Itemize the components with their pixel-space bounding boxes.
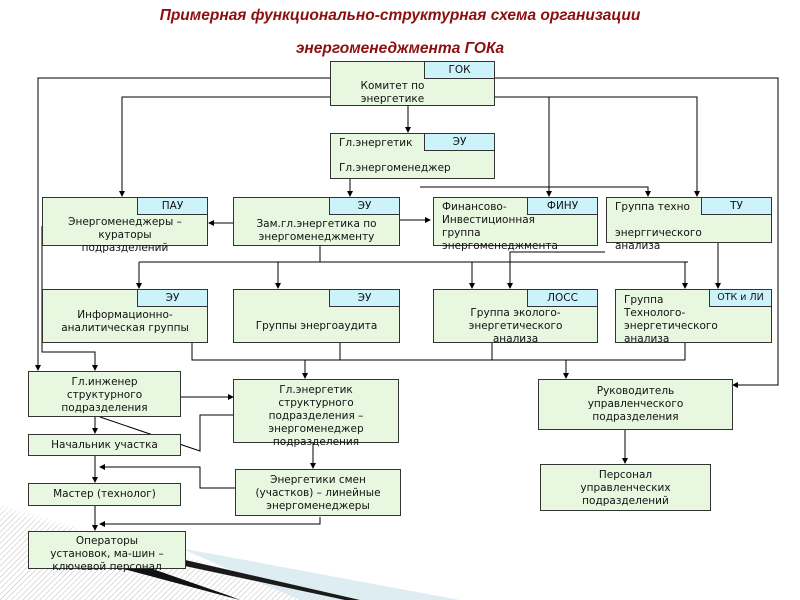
box-label: Гл.энергетик структурного подразделения …: [268, 384, 364, 448]
connector: [99, 517, 321, 527]
box-info-analytic-group[interactable]: ЭУ Информационно- аналитическая группы: [42, 289, 208, 343]
tag-loss: ЛОСС: [527, 290, 597, 307]
box-label: Группы энергоаудита: [255, 320, 378, 332]
box-deputy-chief-energy[interactable]: ЭУ Зам.гл.энергетика по энергоменеджмент…: [233, 197, 400, 246]
tag-eu: ЭУ: [329, 198, 399, 215]
box-eco-energy-analysis-group[interactable]: ЛОСС Группа эколого- энергетического ана…: [433, 289, 598, 345]
connector: [99, 464, 235, 489]
connector: [191, 343, 686, 361]
box-tech-energy-analysis-group[interactable]: ОТК и ЛИ Группа Технолого- энергетическо…: [615, 289, 772, 345]
diagram-title-line2: энергоменеджмента ГОКа: [295, 40, 505, 57]
box-label: Финансово- Инвестиционная группа энергом…: [442, 201, 558, 252]
box-label-line1: Гл.энергетик: [339, 137, 413, 149]
connector: [35, 77, 330, 371]
connector: [119, 96, 330, 197]
box-techno-energy-analysis-group[interactable]: ТУ Группа техно энерггического анализа: [606, 197, 772, 252]
box-label-line1: Группа техно: [615, 201, 690, 213]
box-label: Гл.инженер структурного подразделения: [61, 376, 148, 414]
tag-finu: ФИНУ: [527, 198, 597, 215]
box-label: Энергоменеджеры – кураторы подразделений: [68, 216, 182, 254]
box-label: Информационно- аналитическая группы: [61, 309, 189, 334]
box-master-technologist[interactable]: Мастер (технолог): [28, 483, 181, 506]
tag-eu: ЭУ: [424, 134, 494, 151]
box-section-head[interactable]: Начальник участка: [28, 434, 181, 456]
box-label: Руководитель управленческого подразделен…: [587, 385, 684, 423]
box-label: Начальник участка: [51, 439, 158, 451]
box-label: Группа Технолого- энергетического анализ…: [624, 294, 718, 345]
box-energy-committee[interactable]: ГОК Комитет по энергетике: [330, 61, 495, 106]
connector: [494, 96, 700, 197]
box-label: Энергетики смен (участков) – линейные эн…: [255, 474, 381, 512]
tag-otk-li: ОТК и ЛИ: [709, 290, 771, 307]
diagram-title-line1: Примерная функционально-структурная схем…: [159, 7, 641, 24]
box-label: Мастер (технолог): [53, 488, 156, 500]
box-label: Группа эколого- энергетического анализа: [468, 307, 563, 345]
box-management-unit-head[interactable]: Руководитель управленческого подразделен…: [538, 379, 733, 430]
box-unit-chief-energy[interactable]: Гл.энергетик структурного подразделения …: [233, 379, 399, 448]
box-operators-key-personnel[interactable]: Операторы установок, ма-шин – ключевой п…: [28, 531, 186, 573]
connector: [507, 251, 605, 289]
box-label-line2: энерггического анализа: [615, 227, 702, 252]
tag-eu: ЭУ: [329, 290, 399, 307]
tag-tu: ТУ: [701, 198, 771, 215]
box-label: Комитет по энергетике: [360, 80, 425, 105]
box-management-staff[interactable]: Персонал управленческих подразделений: [540, 464, 711, 511]
tag-gok: ГОК: [424, 62, 494, 79]
box-label-line2: Гл.энергоменеджер: [339, 162, 451, 174]
box-label: Персонал управленческих подразделений: [580, 469, 671, 507]
box-chief-engineer-unit[interactable]: Гл.инженер структурного подразделения: [28, 371, 181, 417]
box-energy-audit-groups[interactable]: ЭУ Группы энергоаудита: [233, 289, 400, 343]
connector: [420, 186, 651, 197]
box-label: Операторы установок, ма-шин – ключевой п…: [50, 535, 164, 573]
box-label: Зам.гл.энергетика по энергоменеджменту: [256, 218, 377, 243]
box-finance-investment-group[interactable]: ФИНУ Финансово- Инвестиционная группа эн…: [433, 197, 598, 252]
box-energy-manager-curators[interactable]: ПАУ Энергоменеджеры – кураторы подраздел…: [42, 197, 208, 254]
box-chief-energy-engineer[interactable]: ЭУ Гл.энергетик Гл.энергоменеджер: [330, 133, 495, 179]
tag-eu: ЭУ: [137, 290, 207, 307]
box-shift-energy-managers[interactable]: Энергетики смен (участков) – линейные эн…: [235, 469, 401, 516]
tag-pau: ПАУ: [137, 198, 207, 215]
connector: [494, 77, 779, 388]
